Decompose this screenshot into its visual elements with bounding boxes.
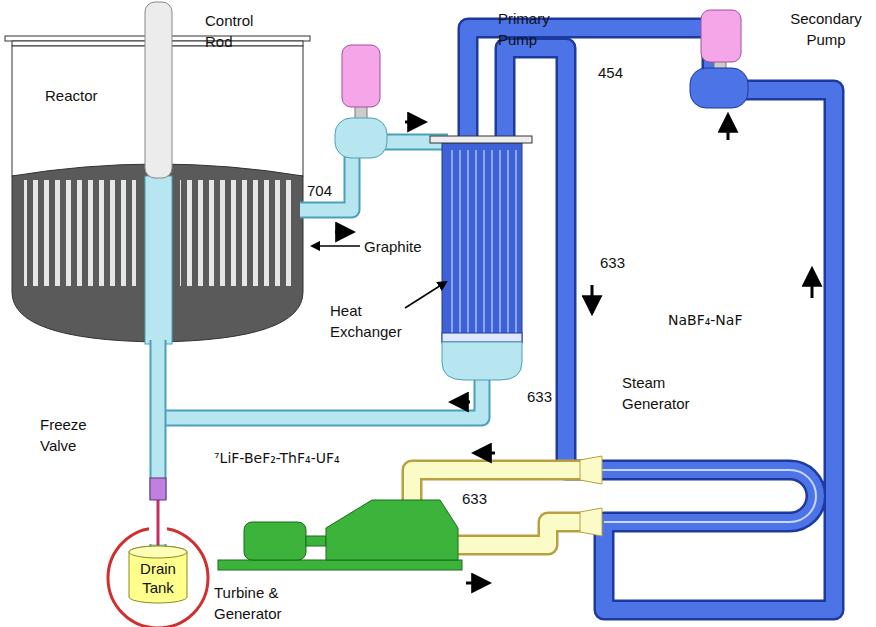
primary-loop bbox=[166, 375, 482, 418]
primary-pump bbox=[335, 45, 387, 158]
pipe-connector bbox=[150, 340, 167, 546]
node-text: Reactor bbox=[45, 86, 303, 105]
heat-exchanger bbox=[430, 136, 532, 143]
part-label: Graphite bbox=[364, 236, 422, 257]
secondary-loop bbox=[590, 470, 816, 522]
steam-generator-header bbox=[580, 456, 602, 536]
part-label: Heat Exchanger bbox=[330, 300, 410, 342]
secondary-pump bbox=[690, 68, 748, 108]
flow-arrow bbox=[475, 452, 495, 455]
flow-arrow bbox=[335, 231, 352, 234]
primary-loop bbox=[300, 150, 352, 210]
turbine-generator bbox=[218, 560, 462, 570]
flow-arrow bbox=[405, 121, 424, 124]
salt-label: NaBF₄-NaF bbox=[668, 310, 742, 331]
control-rod bbox=[145, 2, 172, 344]
primary-loop bbox=[166, 375, 482, 418]
secondary-pump bbox=[690, 10, 748, 108]
primary-pump bbox=[342, 45, 380, 107]
heat-exchanger bbox=[442, 143, 522, 343]
graphite-moderator bbox=[180, 180, 292, 286]
turbine-generator bbox=[326, 500, 458, 560]
drain-line bbox=[149, 500, 167, 546]
steam-loop bbox=[452, 522, 582, 545]
part-label: Turbine & Generator bbox=[214, 582, 292, 624]
flow-arrow bbox=[727, 116, 730, 140]
salt-label: ⁷LiF-BeF₂-ThF₄-UF₄ bbox=[214, 448, 340, 469]
primary-loop bbox=[166, 142, 482, 418]
control-rod bbox=[145, 176, 172, 344]
drain-line bbox=[157, 500, 160, 546]
reactor-vessel-box: Reactor bbox=[12, 46, 303, 340]
leader-arrow bbox=[312, 245, 360, 247]
flow-arrow bbox=[811, 270, 814, 298]
part-label: Steam Generator bbox=[622, 372, 702, 414]
tank-outline bbox=[129, 546, 187, 558]
heat-exchanger bbox=[442, 333, 522, 342]
steam-loop bbox=[452, 522, 582, 545]
steam-loop bbox=[412, 470, 582, 502]
graphite-moderator bbox=[24, 180, 136, 286]
secondary-pump bbox=[701, 10, 741, 62]
part-label: Primary Pump bbox=[498, 8, 562, 50]
node-text: Drain Tank bbox=[131, 559, 185, 597]
temperature-label: 633 bbox=[600, 252, 625, 273]
temperature-label: 633 bbox=[462, 488, 487, 509]
leader-arrow bbox=[312, 246, 446, 308]
heat-exchanger bbox=[446, 150, 518, 335]
secondary-loop bbox=[468, 28, 834, 610]
part-label: Control Rod bbox=[205, 10, 277, 52]
leader-arrow bbox=[405, 282, 446, 308]
primary-pump bbox=[335, 118, 387, 158]
flow-arrow bbox=[466, 582, 488, 585]
control-rod bbox=[145, 2, 172, 178]
temperature-label: 633 bbox=[527, 386, 552, 407]
flow-arrow bbox=[591, 285, 594, 312]
steam-loop bbox=[412, 470, 582, 502]
turbine-generator bbox=[244, 522, 306, 560]
part-label: Secondary Pump bbox=[780, 8, 872, 50]
freeze-valve bbox=[150, 478, 166, 500]
steam-generator-header bbox=[580, 456, 602, 484]
pipe-connector bbox=[158, 340, 159, 546]
heat-exchanger bbox=[442, 342, 522, 380]
steam-generator-header bbox=[580, 508, 602, 536]
flow-arrow bbox=[452, 401, 470, 404]
flow-arrow bbox=[335, 116, 812, 583]
primary-loop bbox=[300, 150, 352, 210]
drain-tank: Drain Tank bbox=[128, 546, 188, 603]
heat-exchanger bbox=[430, 136, 532, 380]
turbine-generator bbox=[306, 536, 326, 546]
temperature-label: 454 bbox=[598, 62, 623, 83]
part-label: Freeze Valve bbox=[40, 414, 96, 456]
turbine-generator bbox=[218, 500, 462, 570]
tank-outline bbox=[129, 546, 187, 603]
temperature-label: 704 bbox=[307, 180, 332, 201]
